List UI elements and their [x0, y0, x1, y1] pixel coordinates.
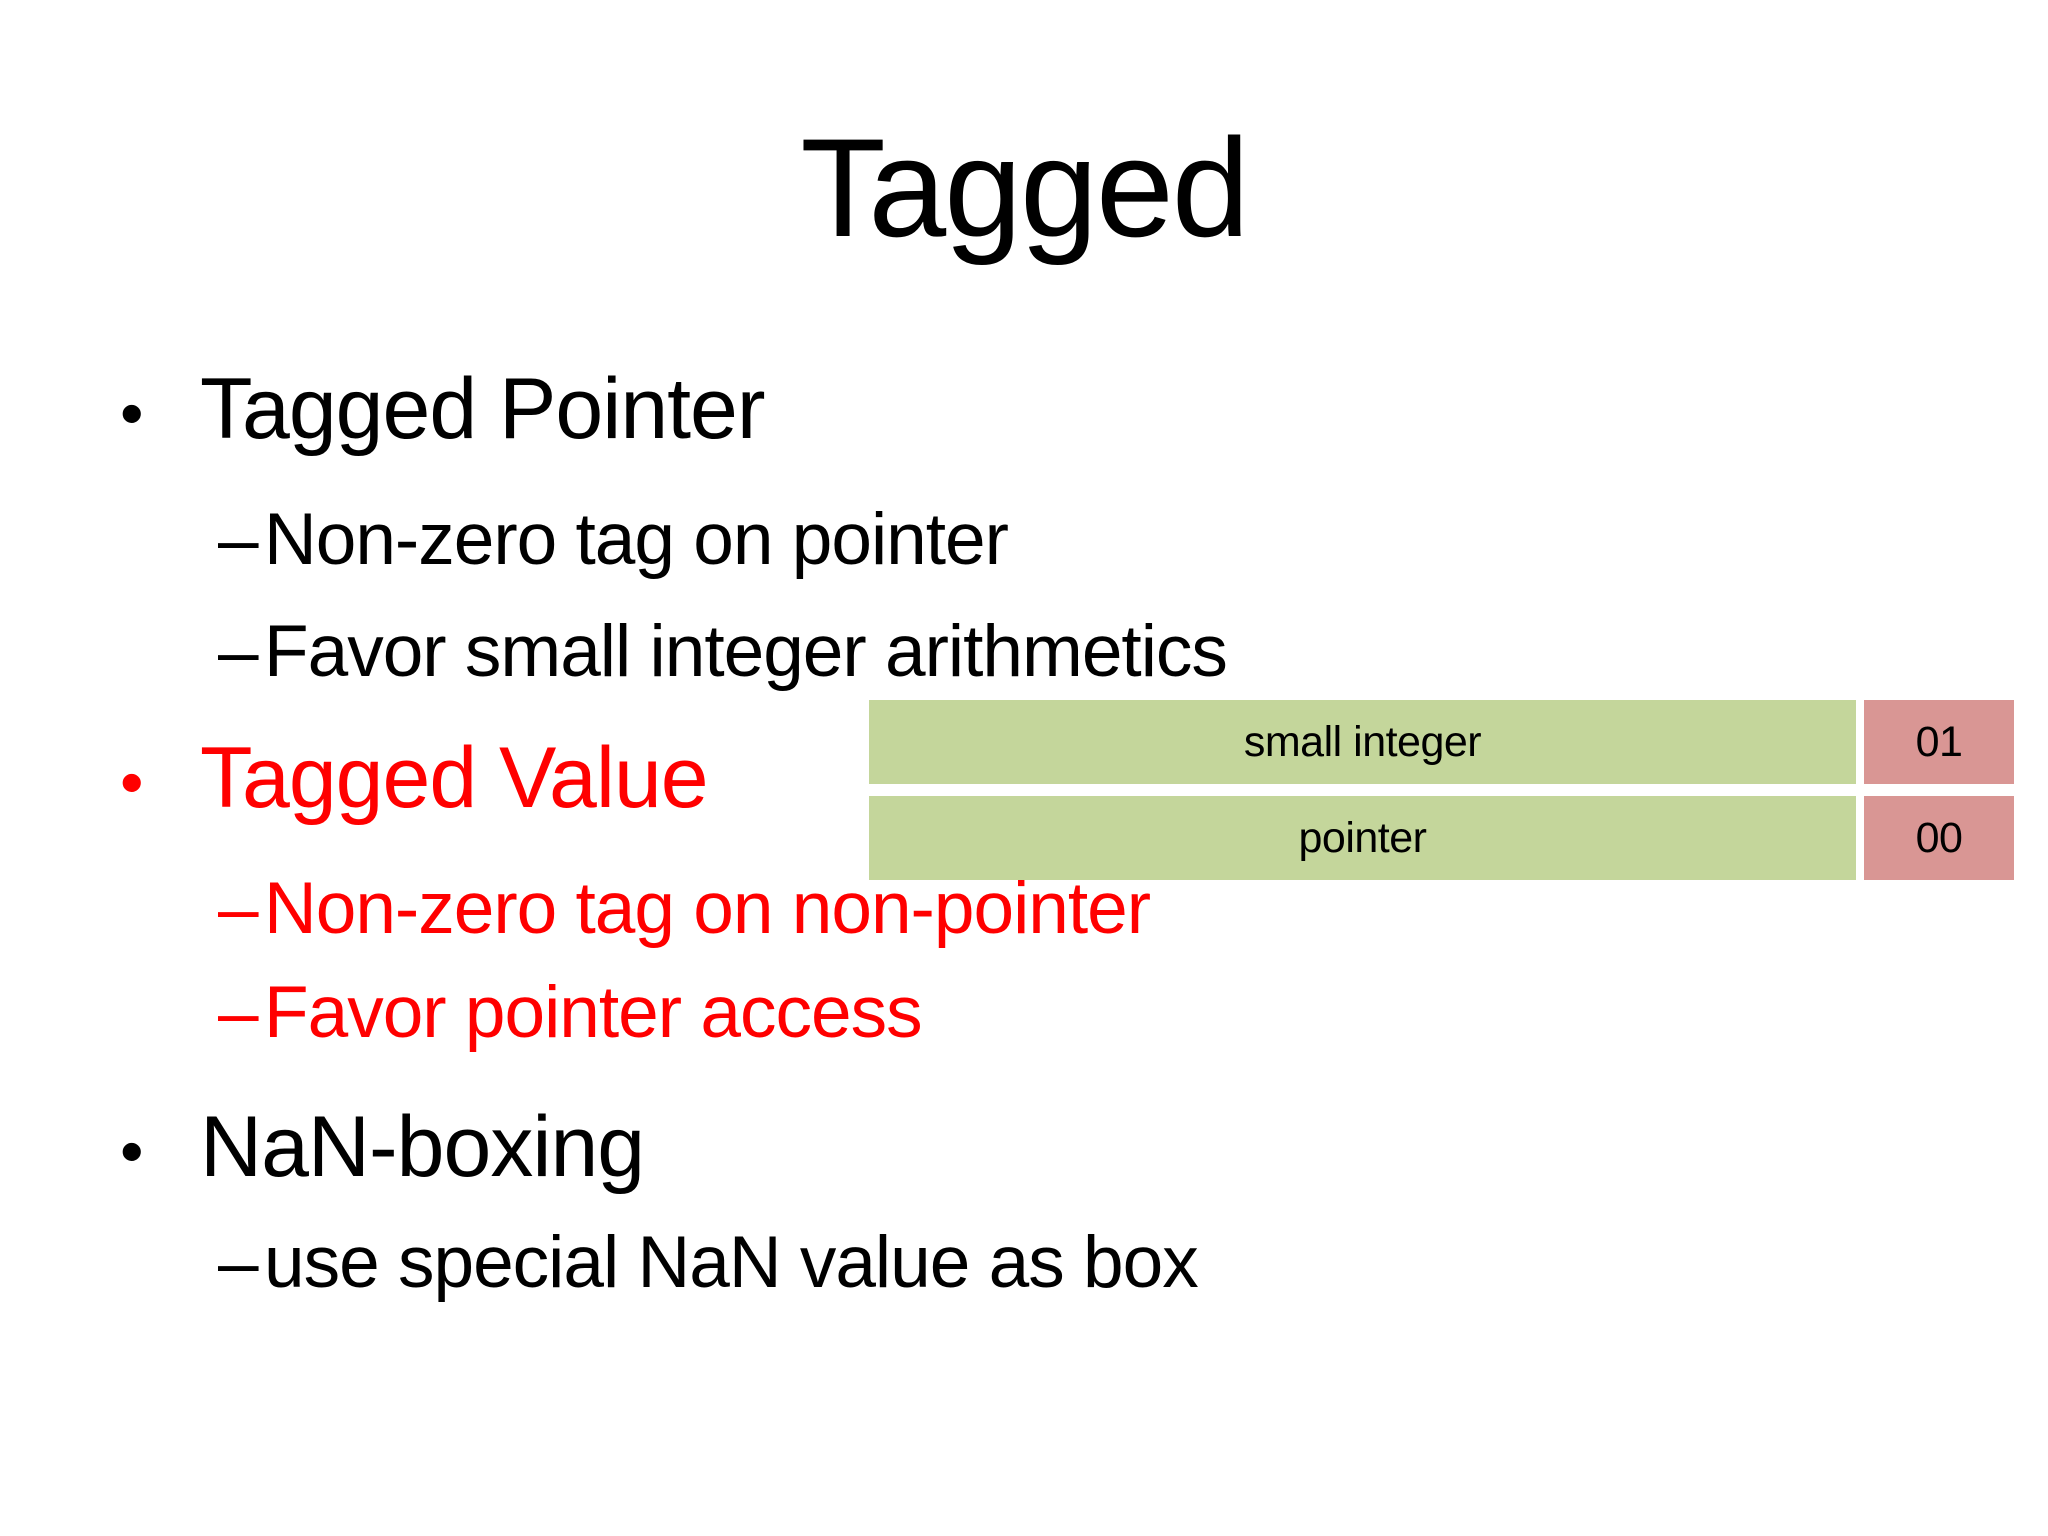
- bullet-text: use special NaN value as box: [264, 1222, 1199, 1303]
- bullet-line-nan-boxing: • NaN-boxing: [120, 1098, 645, 1197]
- dash-marker: –: [218, 868, 259, 949]
- dash-marker: –: [218, 972, 259, 1053]
- bullet-text: Non-zero tag on non-pointer: [264, 868, 1151, 949]
- value-type-cell: small integer: [869, 700, 1856, 784]
- dash-marker: –: [218, 611, 259, 692]
- bullet-line-nonzero-tag-nonpointer: –Non-zero tag on non-pointer: [218, 867, 1151, 951]
- bullet-line-nonzero-tag-pointer: –Non-zero tag on pointer: [218, 498, 1009, 582]
- bullet-line-tagged-pointer: • Tagged Pointer: [120, 360, 766, 459]
- value-type-cell: pointer: [869, 796, 1856, 880]
- tag-bits-cell: 00: [1864, 796, 2014, 880]
- bullet-marker: •: [120, 745, 143, 820]
- bullet-line-favor-small-integer: –Favor small integer arithmetics: [218, 610, 1228, 694]
- bullet-marker: •: [120, 376, 143, 451]
- table-row-small-integer: small integer 01: [869, 700, 2014, 784]
- dash-marker: –: [218, 1222, 259, 1303]
- bullet-text: Non-zero tag on pointer: [264, 499, 1009, 580]
- table-row-pointer: pointer 00: [869, 796, 2014, 880]
- bullet-text: Favor pointer access: [264, 972, 923, 1053]
- tag-encoding-table: small integer 01 pointer 00: [869, 700, 2014, 892]
- bullet-line-favor-pointer-access: –Favor pointer access: [218, 971, 923, 1055]
- tag-bits-cell: 01: [1864, 700, 2014, 784]
- bullet-text: NaN-boxing: [200, 1099, 645, 1195]
- bullet-marker: •: [120, 1114, 143, 1189]
- dash-marker: –: [218, 499, 259, 580]
- bullet-text: Tagged Pointer: [200, 361, 766, 457]
- bullet-line-tagged-value: • Tagged Value: [120, 729, 709, 828]
- bullet-text: Favor small integer arithmetics: [264, 611, 1228, 692]
- bullet-line-use-special-nan: –use special NaN value as box: [218, 1221, 1199, 1305]
- bullet-text: Tagged Value: [200, 730, 709, 826]
- slide-title: Tagged: [800, 109, 1249, 266]
